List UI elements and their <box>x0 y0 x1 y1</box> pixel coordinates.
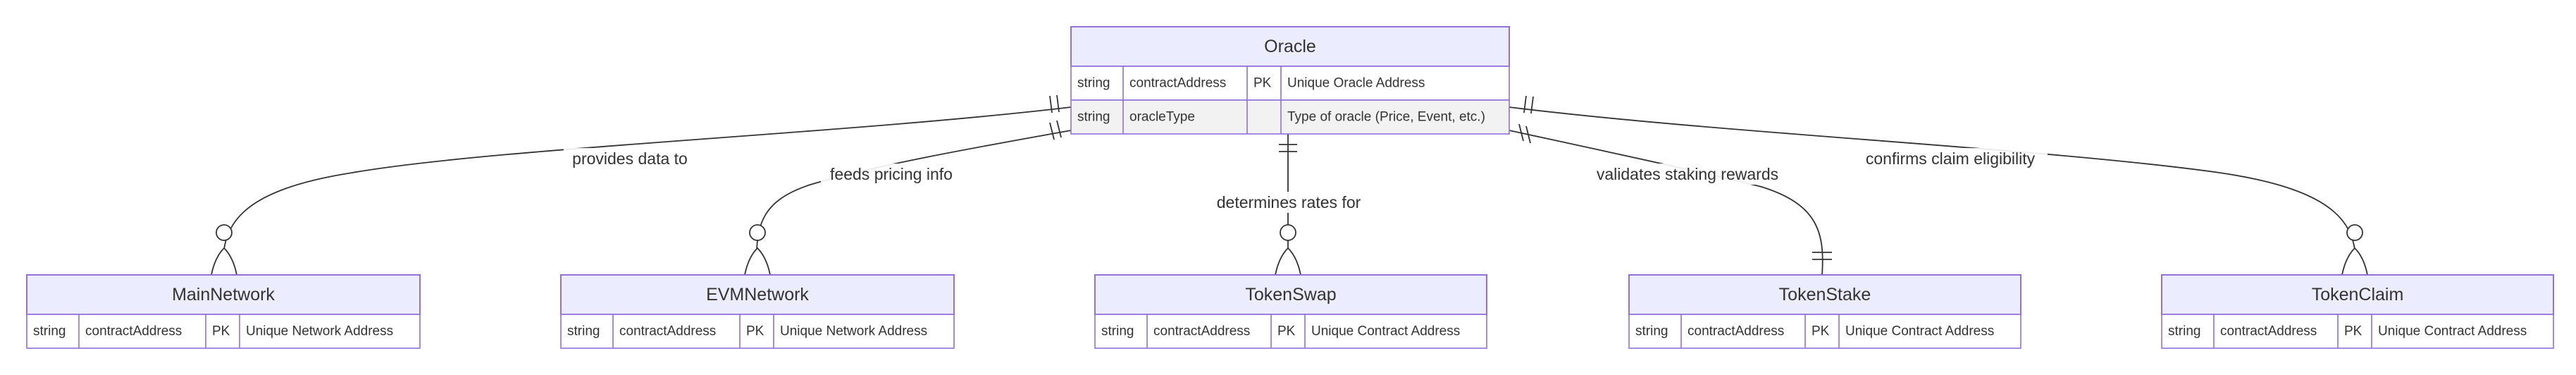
one-bar-marker <box>1056 94 1060 113</box>
relationship-label: confirms claim eligibility <box>1866 149 2036 168</box>
relationship-label: determines rates for <box>1217 193 1361 211</box>
attr-name: contractAddress <box>2220 324 2317 339</box>
one-bar-marker <box>1518 123 1524 142</box>
attr-key: PK <box>1812 324 1830 339</box>
attr-comment: Unique Contract Address <box>1845 324 1994 339</box>
attr-comment: Unique Network Address <box>246 324 393 339</box>
attr-key: PK <box>2344 324 2363 339</box>
attr-name: contractAddress <box>1688 324 1784 339</box>
edge-oracle-tokenclaim <box>1509 106 2357 276</box>
cardinality-markers <box>211 94 2368 276</box>
entity-tokenstake[interactable]: TokenStake string contractAddress PK Uni… <box>1628 274 2021 349</box>
entity-mainnetwork[interactable]: MainNetwork string contractAddress PK Un… <box>26 274 421 349</box>
one-bar-marker <box>1525 125 1531 144</box>
attr-name: contractAddress <box>619 324 716 339</box>
attr-comment: Unique Contract Address <box>1311 324 1460 339</box>
edge-oracle-evmnetwork <box>756 130 1072 276</box>
crows-foot-marker <box>1275 247 1301 276</box>
entity-title: TokenSwap <box>1245 285 1336 305</box>
relationship-edges <box>222 106 2357 276</box>
crows-foot-marker <box>2341 247 2368 276</box>
attr-type: string <box>1077 76 1110 91</box>
one-bar-marker <box>1523 95 1527 113</box>
zero-circle-marker <box>216 224 233 241</box>
attr-name: contractAddress <box>1153 324 1250 339</box>
relationship-label: validates staking rewards <box>1597 165 1778 183</box>
attr-name: oracleType <box>1129 110 1195 125</box>
zero-circle-marker <box>749 224 766 241</box>
entity-tokenswap[interactable]: TokenSwap string contractAddress PK Uniq… <box>1094 274 1487 349</box>
attr-key: PK <box>1253 76 1272 91</box>
attr-comment: Type of oracle (Price, Event, etc.) <box>1287 110 1485 125</box>
entity-title: MainNetwork <box>172 285 275 305</box>
entity-title: TokenClaim <box>2312 285 2404 305</box>
zero-circle-marker <box>1280 224 1296 241</box>
entity-evmnetwork[interactable]: EVMNetwork string contractAddress PK Uni… <box>560 274 955 349</box>
zero-circle-marker <box>2346 224 2363 241</box>
attr-comment: Unique Network Address <box>780 324 927 339</box>
one-bar-marker <box>1056 120 1062 138</box>
crows-foot-marker <box>211 247 237 276</box>
one-bar-marker <box>1530 96 1534 114</box>
edge-oracle-mainnetwork <box>222 106 1072 276</box>
entity-title: EVMNetwork <box>706 285 809 305</box>
relationship-label: feeds pricing info <box>830 165 953 183</box>
crows-foot-marker <box>744 247 771 276</box>
relationship-labels: provides data to feeds pricing info dete… <box>564 148 2048 213</box>
one-bar-marker <box>1049 122 1055 140</box>
entity-tokenclaim[interactable]: TokenClaim string contractAddress PK Uni… <box>2161 274 2554 349</box>
entity-title: TokenStake <box>1779 285 1871 305</box>
entity-title: Oracle <box>1264 37 1316 56</box>
attr-name: contractAddress <box>1129 76 1226 91</box>
attr-type: string <box>1077 110 1110 125</box>
relationship-label: provides data to <box>572 149 688 168</box>
attr-type: string <box>1101 324 1134 339</box>
attr-key: PK <box>746 324 764 339</box>
attr-comment: Unique Oracle Address <box>1287 76 1425 91</box>
edge-oracle-tokenstake <box>1509 130 1823 276</box>
attr-type: string <box>33 324 66 339</box>
attr-comment: Unique Contract Address <box>2378 324 2527 339</box>
attr-type: string <box>1635 324 1668 339</box>
attr-type: string <box>2168 324 2200 339</box>
one-bar-marker <box>1049 95 1053 113</box>
attr-key: PK <box>1277 324 1296 339</box>
entity-oracle[interactable]: Oracle string contractAddress PK Unique … <box>1070 26 1510 135</box>
attr-name: contractAddress <box>85 324 182 339</box>
attr-key: PK <box>212 324 230 339</box>
attr-type: string <box>567 324 600 339</box>
